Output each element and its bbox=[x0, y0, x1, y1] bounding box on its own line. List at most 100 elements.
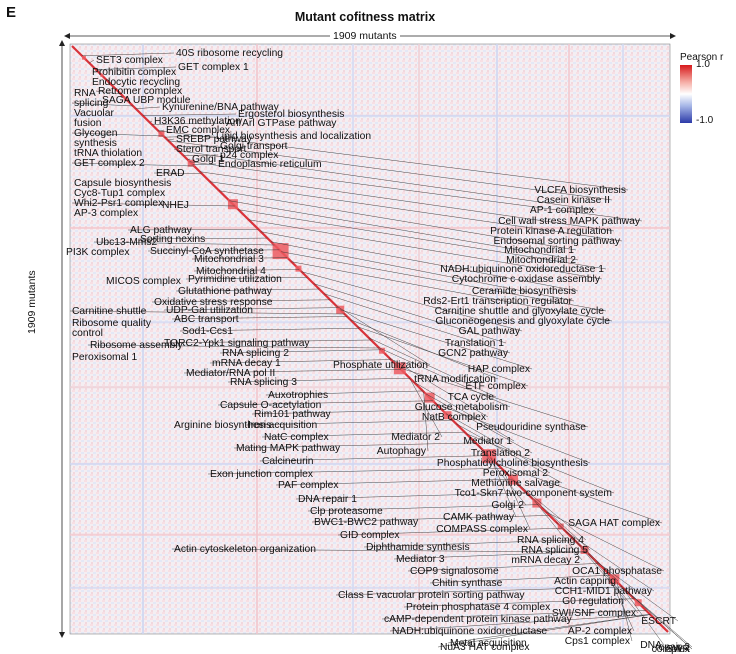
module-label: G0 regulation bbox=[562, 596, 624, 607]
module-label: synthesis bbox=[74, 138, 117, 149]
module-label: Endocytic recycling bbox=[92, 77, 180, 88]
leader-line bbox=[616, 581, 633, 642]
module-label: complex bbox=[652, 644, 691, 654]
leader-line bbox=[147, 249, 280, 252]
leader-line bbox=[337, 527, 563, 536]
module-label: GAL pathway bbox=[459, 326, 521, 337]
module-label: OCA1 phosphatase bbox=[572, 566, 662, 577]
module-label: Sterol transport bbox=[176, 144, 247, 155]
module-label: MICOS complex bbox=[106, 276, 182, 287]
module-label: NADH:ubiquinone oxidoreductase bbox=[392, 626, 547, 637]
module-label: Succinyl-CoA synthetase bbox=[150, 246, 264, 257]
module-block bbox=[532, 498, 542, 508]
matrix-stripe-h bbox=[70, 586, 670, 589]
module-label: SAGA HAT complex bbox=[568, 518, 661, 529]
module-label: Glucose metabolism bbox=[415, 402, 508, 413]
module-label: Ribosome quality bbox=[72, 318, 152, 329]
module-label: Cyc8-Tup1 complex bbox=[74, 188, 166, 199]
leader-line bbox=[71, 132, 164, 137]
module-block bbox=[336, 305, 345, 314]
module-label: AP-3 complex bbox=[74, 208, 139, 219]
module-label: tRNA modification bbox=[414, 374, 496, 385]
matrix-stripe-h bbox=[70, 386, 670, 389]
module-label: Rds2-Ert1 transcription regulator bbox=[423, 296, 572, 307]
module-label: SET3 complex bbox=[96, 55, 164, 66]
leader-line bbox=[248, 219, 603, 280]
leader-line bbox=[271, 241, 575, 302]
module-label: Mediator/RNA pol II bbox=[186, 368, 275, 379]
module-label: cAMP-dependent protein kinase pathway bbox=[384, 614, 573, 625]
module-label: Auxotrophies bbox=[268, 390, 328, 401]
module-label: AP-1 complex bbox=[530, 205, 595, 216]
module-label: Mitochondrial 2 bbox=[506, 255, 576, 266]
leader-line bbox=[127, 229, 259, 231]
module-label: Carnitine shuttle bbox=[72, 306, 147, 317]
module-label: Actin cytoskeleton organization bbox=[174, 544, 316, 555]
leader-line bbox=[219, 349, 381, 354]
leader-line bbox=[164, 135, 215, 138]
leader-line bbox=[161, 339, 372, 344]
leader-line bbox=[311, 515, 550, 523]
module-label: TORC2-Ypk1 signaling pathway bbox=[164, 338, 310, 349]
module-label: Ribosome assembly bbox=[90, 340, 184, 351]
module-label: Glutathione pathway bbox=[178, 286, 273, 297]
leader-line bbox=[478, 445, 527, 506]
leader-line bbox=[265, 390, 423, 396]
leader-line bbox=[295, 492, 527, 500]
leader-line bbox=[173, 148, 178, 151]
module-label: Mediator 2 bbox=[391, 432, 440, 443]
module-label: Pseudouridine synthase bbox=[476, 422, 586, 433]
module-label: Peroxisomal 2 bbox=[483, 468, 549, 479]
module-label: Metal acquisition bbox=[450, 638, 527, 649]
module-label: Clp proteasome bbox=[310, 506, 383, 517]
leader-line bbox=[175, 288, 320, 292]
module-label: Sorting nexins bbox=[140, 234, 205, 245]
module-label: Carnitine shuttle and glyoxylate cycle bbox=[435, 306, 605, 317]
module-block bbox=[508, 474, 519, 485]
module-label: CAMK pathway bbox=[443, 512, 515, 523]
module-label: Class E vacuolar protein sorting pathway bbox=[338, 590, 525, 601]
module-label: tRNA thiolation bbox=[74, 148, 142, 159]
module-label: Retromer complex bbox=[98, 86, 183, 97]
module-label: ERAD bbox=[156, 168, 185, 179]
legend-colorbar bbox=[680, 65, 692, 123]
module-label: Capsule O-acetylation bbox=[220, 400, 322, 411]
module-label: NADH:ubiquinone oxidoreductase 1 bbox=[440, 264, 604, 275]
module-label: Phosphatidylcholine biosynthesis bbox=[437, 458, 588, 469]
leader-line bbox=[219, 190, 577, 251]
leader-line bbox=[620, 585, 665, 646]
leader-line bbox=[93, 241, 275, 246]
module-label: ETF complex bbox=[465, 381, 527, 392]
module-label: BWC1-BWC2 pathway bbox=[314, 517, 419, 528]
leader-line bbox=[350, 319, 499, 380]
module-label: SWI/SNF complex bbox=[552, 608, 637, 619]
module-label: Casein kinase II bbox=[537, 195, 610, 206]
leader-line bbox=[393, 551, 587, 560]
leader-line bbox=[95, 90, 121, 95]
panel-letter: E bbox=[6, 4, 17, 21]
leader-line bbox=[588, 553, 639, 614]
module-label: RNA bbox=[74, 88, 96, 99]
module-label: RNA splicing 5 bbox=[521, 545, 588, 556]
matrix-stripe-v bbox=[496, 44, 498, 634]
leader-line bbox=[409, 377, 443, 438]
leader-line bbox=[323, 293, 511, 354]
leader-line bbox=[245, 420, 453, 426]
leader-line bbox=[576, 541, 627, 602]
module-block bbox=[81, 55, 86, 60]
mutant-count-left: 1909 mutants bbox=[26, 267, 38, 337]
leader-line bbox=[71, 102, 134, 107]
figure-title: Mutant cofitness matrix bbox=[294, 10, 436, 24]
module-label: AP-2 complex bbox=[568, 626, 633, 637]
leader-line bbox=[524, 490, 591, 551]
module-label: SWR bbox=[666, 644, 690, 654]
module-label: Mitochondrial 4 bbox=[196, 266, 266, 277]
leader-line bbox=[435, 403, 591, 464]
leader-line bbox=[199, 171, 615, 232]
leader-line bbox=[87, 344, 380, 349]
module-label: Sod1-Ccs1 bbox=[182, 326, 233, 337]
module-label: ESCRT bbox=[641, 616, 676, 627]
module-label: GCN2 pathway bbox=[438, 348, 509, 359]
